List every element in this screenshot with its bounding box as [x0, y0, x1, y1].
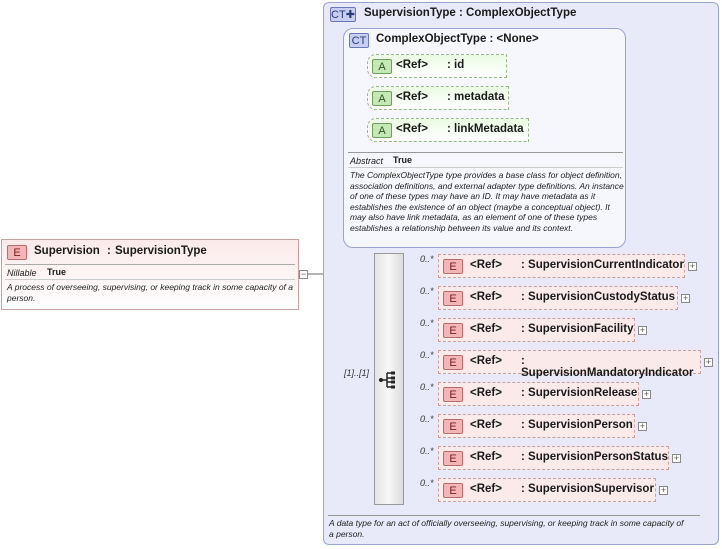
- divider: [348, 167, 623, 168]
- divider: [348, 152, 623, 153]
- element-badge: E: [443, 483, 463, 498]
- element-name: : SupervisionPersonStatus: [521, 451, 668, 463]
- element-supervisionperson[interactable]: E <Ref> : SupervisionPerson: [438, 414, 635, 438]
- element-badge: E: [443, 355, 463, 370]
- divider: [5, 264, 295, 265]
- element-ref: <Ref>: [470, 323, 502, 335]
- element-description: A process of overseeing, supervising, or…: [7, 282, 293, 303]
- element-name: : SupervisionRelease: [521, 387, 638, 399]
- element-name: : SupervisionMandatoryIndicator: [521, 355, 694, 379]
- element-supervisioncurrentindicator[interactable]: E <Ref> : SupervisionCurrentIndicator: [438, 254, 685, 278]
- element-ref: <Ref>: [470, 387, 502, 399]
- attribute-badge: A: [372, 91, 392, 106]
- expand-icon[interactable]: +: [688, 261, 697, 271]
- element-name: Supervision: [34, 245, 100, 257]
- element-cardinality: 0..*: [420, 478, 434, 488]
- sequence-cardinality: [1]..[1]: [344, 368, 370, 378]
- element-ref: <Ref>: [470, 355, 502, 367]
- element-type: SupervisionType: [115, 245, 207, 257]
- element-cardinality: 0..*: [420, 286, 434, 296]
- divider: [328, 515, 700, 516]
- element-badge: E: [443, 291, 463, 306]
- nillable-label: Nillable: [7, 268, 37, 278]
- element-name: : SupervisionCurrentIndicator: [521, 259, 684, 271]
- element-ref: <Ref>: [470, 419, 502, 431]
- attribute-badge: A: [372, 123, 392, 138]
- attribute-name: : metadata: [447, 91, 505, 103]
- attribute-linkmetadata[interactable]: A <Ref> : linkMetadata: [367, 118, 529, 142]
- sequence-icon: [379, 371, 395, 389]
- element-badge: E: [443, 323, 463, 338]
- nillable-value: True: [47, 267, 67, 277]
- element-badge: E: [443, 259, 463, 274]
- attribute-badge: A: [372, 59, 392, 74]
- abstract-label: Abstract: [350, 156, 384, 166]
- element-cardinality: 0..*: [420, 350, 434, 360]
- divider: [5, 279, 295, 280]
- attribute-name: : id: [447, 59, 465, 71]
- element-name: : SupervisionPerson: [521, 419, 633, 431]
- element-cardinality: 0..*: [420, 254, 434, 264]
- element-badge: E: [7, 245, 27, 260]
- element-ref: <Ref>: [470, 483, 502, 495]
- element-badge: E: [443, 387, 463, 402]
- complex-type-description: A data type for an act of officially ove…: [329, 518, 684, 539]
- attribute-ref: <Ref>: [396, 59, 428, 71]
- element-supervisionrelease[interactable]: E <Ref> : SupervisionRelease: [438, 382, 639, 406]
- element-cardinality: 0..*: [420, 382, 434, 392]
- expand-icon[interactable]: +: [681, 293, 690, 303]
- collapse-toggle-icon[interactable]: −: [299, 269, 308, 279]
- element-supervisionpersonstatus[interactable]: E <Ref> : SupervisionPersonStatus: [438, 446, 669, 470]
- attribute-metadata[interactable]: A <Ref> : metadata: [367, 86, 509, 110]
- expand-icon[interactable]: +: [638, 421, 647, 431]
- element-separator: :: [107, 245, 111, 257]
- attribute-ref: <Ref>: [396, 91, 428, 103]
- element-name: : SupervisionFacility: [521, 323, 634, 335]
- expand-icon[interactable]: +: [672, 453, 681, 463]
- element-ref: <Ref>: [470, 291, 502, 303]
- complex-type-description: The ComplexObjectType type provides a ba…: [350, 170, 624, 233]
- attribute-ref: <Ref>: [396, 123, 428, 135]
- element-badge: E: [443, 419, 463, 434]
- element-ref: <Ref>: [470, 259, 502, 271]
- element-name: : SupervisionCustodyStatus: [521, 291, 675, 303]
- element-cardinality: 0..*: [420, 446, 434, 456]
- element-supervisionfacility[interactable]: E <Ref> : SupervisionFacility: [438, 318, 635, 342]
- element-ref: <Ref>: [470, 451, 502, 463]
- element-cardinality: 0..*: [420, 318, 434, 328]
- element-supervisionmandatoryindicator[interactable]: E <Ref> : SupervisionMandatoryIndicator: [438, 350, 701, 379]
- expand-icon[interactable]: +: [638, 325, 647, 335]
- attribute-name: : linkMetadata: [447, 123, 524, 135]
- complex-type-title: ComplexObjectType : <None>: [376, 33, 539, 45]
- attribute-id[interactable]: A <Ref> : id: [367, 54, 507, 78]
- expand-icon[interactable]: +: [704, 357, 713, 367]
- complex-type-badge: CT: [349, 33, 369, 48]
- element-name: : SupervisionSupervisor: [521, 483, 654, 495]
- complex-type-title: SupervisionType : ComplexObjectType: [364, 7, 577, 19]
- element-supervisionsupervisor[interactable]: E <Ref> : SupervisionSupervisor: [438, 478, 656, 502]
- sequence-compositor[interactable]: [374, 253, 404, 505]
- abstract-value: True: [393, 155, 413, 165]
- element-supervisioncustodystatus[interactable]: E <Ref> : SupervisionCustodyStatus: [438, 286, 678, 310]
- element-cardinality: 0..*: [420, 414, 434, 424]
- element-badge: E: [443, 451, 463, 466]
- root-element-supervision[interactable]: E Supervision : SupervisionType Nillable…: [1, 239, 299, 310]
- expand-icon[interactable]: +: [642, 389, 651, 399]
- expand-icon[interactable]: +: [659, 485, 668, 495]
- complex-type-icon: CT✚: [330, 7, 356, 22]
